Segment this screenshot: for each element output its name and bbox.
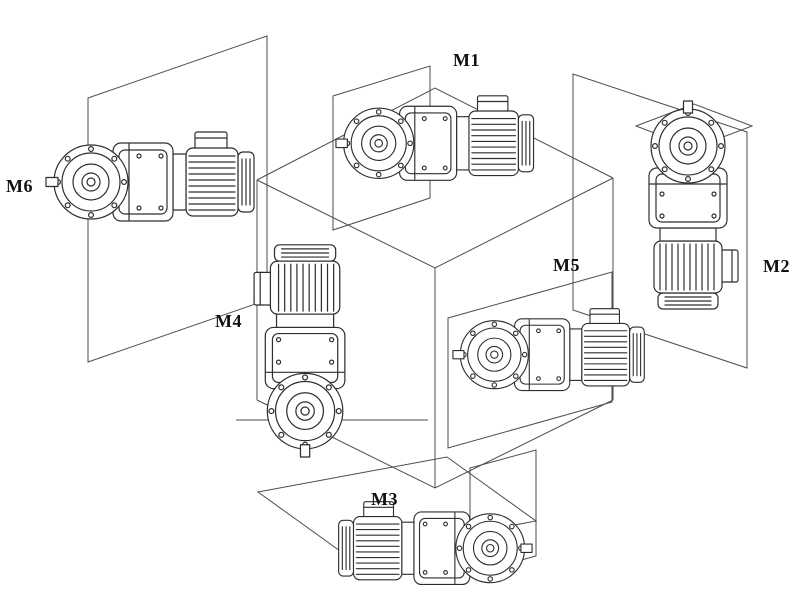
gearmotor-m1 <box>335 95 535 181</box>
label-m5: M5 <box>553 255 580 275</box>
label-m4: M4 <box>215 311 242 331</box>
plane-m5 <box>447 271 613 449</box>
gearmotor-m2 <box>648 100 739 310</box>
plane-m1 <box>332 65 431 231</box>
gearmotor-m6 <box>45 131 255 222</box>
label-m3: M3 <box>371 489 398 509</box>
gearmotor-m5 <box>452 308 645 392</box>
gearmotor-m4 <box>253 244 346 458</box>
cube-top-back-edges <box>256 87 614 181</box>
gearmotor-m3 <box>338 501 533 586</box>
label-m1: M1 <box>453 50 480 70</box>
label-m6: M6 <box>6 176 33 196</box>
label-m2: M2 <box>763 256 790 276</box>
